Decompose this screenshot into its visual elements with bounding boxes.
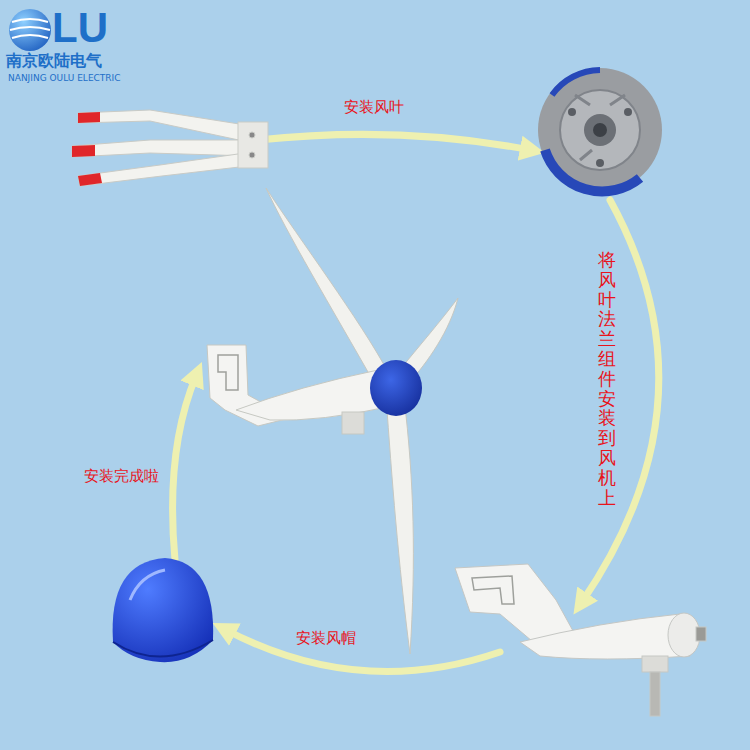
step-label: 安装风帽 (296, 630, 356, 647)
step-label: 安装完成啦 (84, 468, 159, 485)
nose-cap-part (130, 570, 165, 600)
wind-turbine-part (236, 370, 392, 420)
nose-cap-part (113, 558, 214, 662)
blade-set-part (72, 145, 95, 157)
blade-set-part (72, 140, 254, 157)
nacelle-tail-part (650, 672, 660, 716)
flow-arrow-part (173, 376, 196, 560)
blade-set-part (78, 173, 102, 186)
wind-turbine-part (218, 355, 238, 390)
flow-arrow (173, 134, 659, 671)
blade-flange-part (538, 68, 662, 192)
flow-arrow-part (226, 630, 500, 672)
blade-flange (538, 68, 662, 192)
blade-set-part (238, 122, 268, 168)
logo-sphere-part (10, 19, 50, 38)
nacelle-tail-part (642, 656, 668, 672)
logo-sphere (9, 9, 51, 51)
company-name-en: NANJING OULU ELECTRIC (8, 73, 121, 83)
step-label: 安装风叶 (344, 99, 404, 116)
wind-turbine (207, 188, 458, 654)
blade-set-part (78, 152, 252, 186)
blade-flange-part (568, 108, 576, 116)
blade-flange-part (624, 108, 632, 116)
nacelle-tail-part (668, 613, 700, 657)
blade-set-part (78, 110, 252, 142)
nose-cap (113, 558, 214, 662)
logo-sphere-part (9, 9, 51, 51)
blade-flange-part (593, 123, 607, 137)
nacelle-tail (455, 564, 706, 716)
logo-text: LU (52, 4, 108, 52)
company-name: 南京欧陆电气 (6, 52, 102, 70)
blade-flange-part (575, 95, 625, 160)
blade-set-part (249, 132, 255, 138)
nacelle-tail-part (472, 576, 514, 604)
blade-set-part (78, 112, 100, 123)
blade-set (72, 110, 268, 186)
wind-turbine-part (266, 188, 388, 386)
blade-flange-part (584, 114, 616, 146)
blade-set-part (249, 152, 255, 158)
blade-flange-part (560, 90, 640, 170)
step-label: 将风叶法兰组件安装到风机上 (598, 250, 616, 507)
wind-turbine-part (342, 412, 364, 434)
nacelle-tail-part (520, 614, 690, 659)
nacelle-tail-part (696, 627, 706, 641)
flow-arrow-part (582, 200, 659, 602)
nose-cap-part (113, 640, 213, 657)
wind-turbine-part (370, 360, 422, 416)
blade-flange-part (596, 159, 604, 167)
flow-arrow-part (258, 134, 530, 150)
wind-turbine-part (386, 396, 413, 654)
